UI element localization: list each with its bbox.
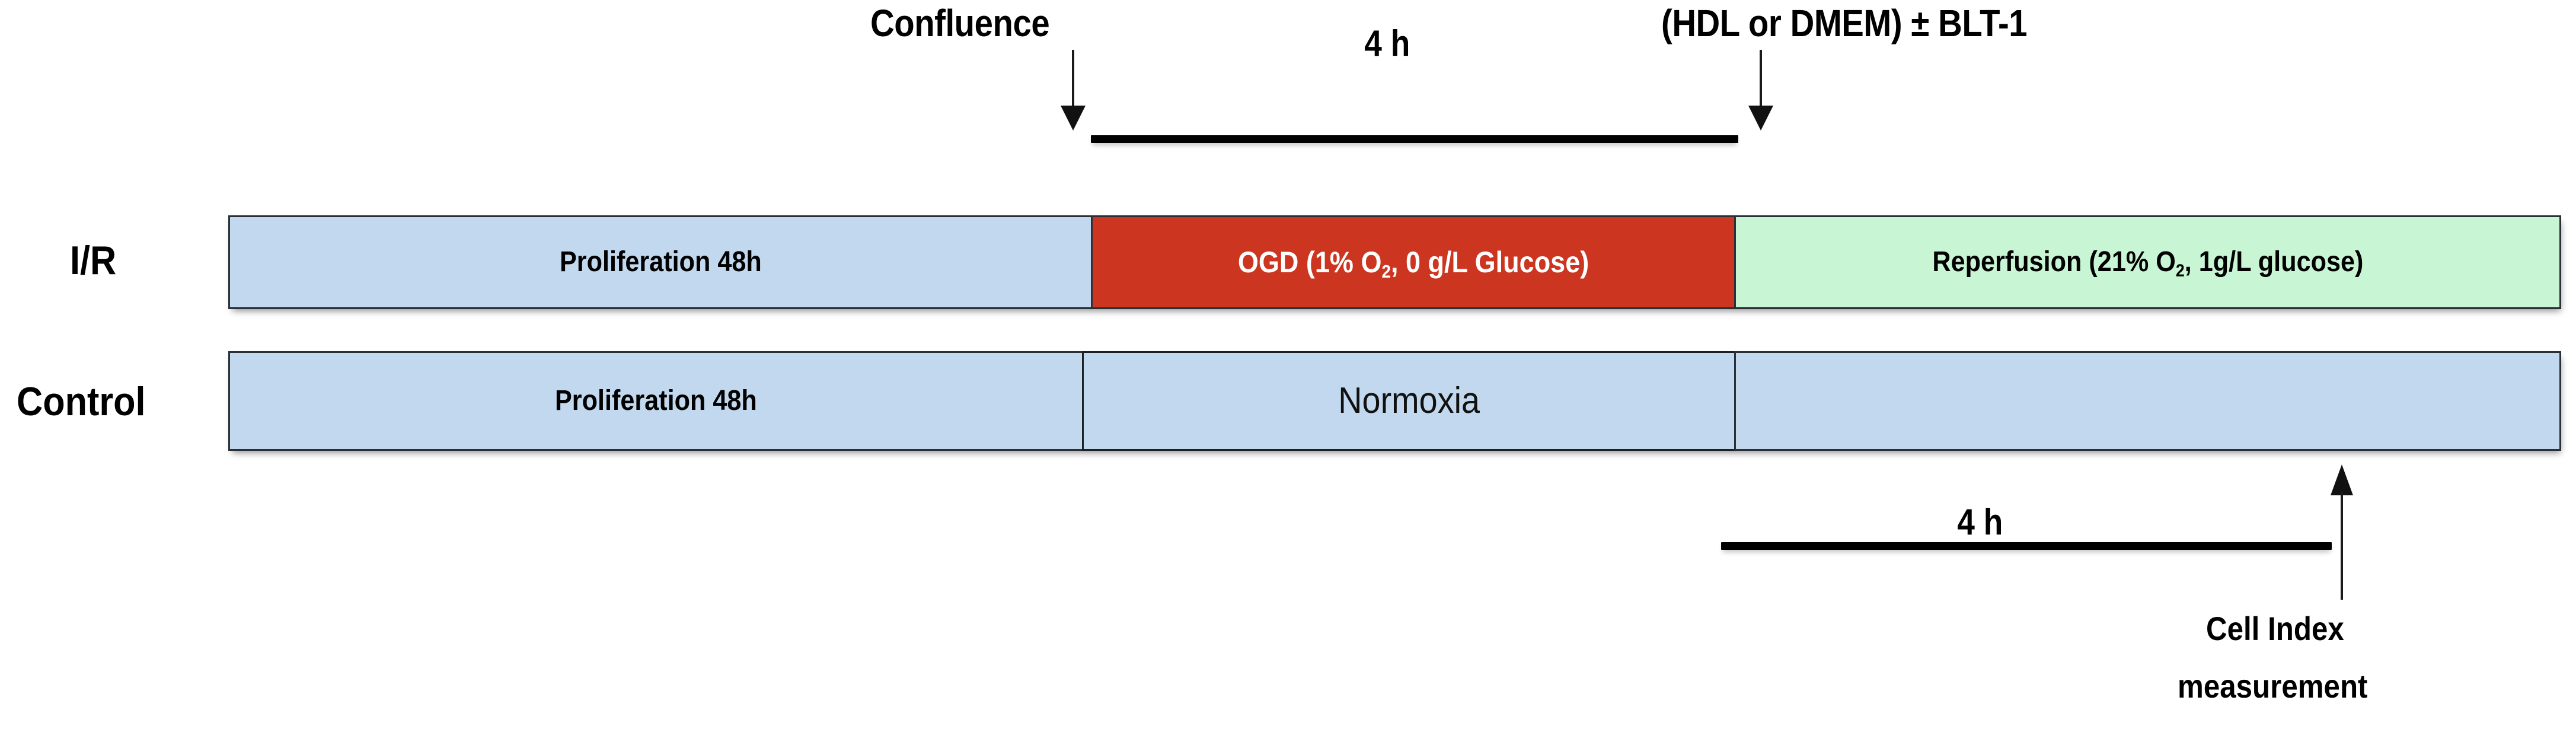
reperfusion-text-suffix: , 1g/L glucose) [2184, 246, 2364, 278]
segment-label-reperfusion: Reperfusion (21% O2, 1g/L glucose) [1932, 246, 2364, 280]
reperfusion-text-prefix: Reperfusion (21% O [1932, 246, 2176, 278]
segment-control-tail [1734, 351, 2561, 451]
arrow-shaft [1072, 50, 1074, 107]
arrow-head [2331, 464, 2353, 495]
cell-index-label-line2: measurement [2178, 667, 2368, 705]
arrow-shaft [1760, 50, 1762, 107]
segment-ogd: OGD (1% O2, 0 g/L Glucose) [1091, 215, 1734, 309]
arrow-head [1748, 106, 1773, 131]
arrow-head [1061, 106, 1086, 131]
segment-normoxia: Normoxia [1082, 351, 1734, 451]
timeline-row-control: Proliferation 48h Normoxia [228, 351, 2561, 451]
duration-bar-bottom [1721, 542, 2332, 550]
segment-label-ogd: OGD (1% O2, 0 g/L Glucose) [1237, 246, 1589, 281]
row-label-control: Control [17, 379, 146, 424]
ogd-subscript: 2 [1381, 261, 1391, 282]
duration-label-bottom: 4 h [1957, 502, 2003, 543]
timeline-row-ir: Proliferation 48h OGD (1% O2, 0 g/L Gluc… [228, 215, 2561, 309]
segment-label-proliferation-ir: Proliferation 48h [559, 246, 762, 278]
ogd-text-suffix: , 0 g/L Glucose) [1390, 246, 1589, 279]
treatment-arrow-down-icon [1748, 50, 1773, 131]
treatment-event-label: (HDL or DMEM) ± BLT-1 [1661, 2, 2028, 44]
confluence-event-label: Confluence [870, 2, 1050, 44]
confluence-arrow-down-icon [1061, 50, 1086, 131]
arrow-shaft [2341, 492, 2343, 600]
segment-proliferation-control: Proliferation 48h [228, 351, 1082, 451]
segment-label-proliferation-control: Proliferation 48h [555, 385, 757, 416]
cell-index-arrow-up-icon [2331, 464, 2353, 600]
ogd-text-prefix: OGD (1% O [1237, 246, 1382, 279]
cell-index-label-line1: Cell Index [2206, 610, 2344, 647]
reperfusion-subscript: 2 [2175, 260, 2185, 281]
segment-label-normoxia: Normoxia [1338, 380, 1480, 421]
segment-proliferation-ir: Proliferation 48h [228, 215, 1091, 309]
duration-label-top: 4 h [1364, 23, 1410, 64]
row-label-ir: I/R [70, 238, 117, 283]
duration-bar-top [1091, 135, 1738, 143]
segment-reperfusion: Reperfusion (21% O2, 1g/L glucose) [1734, 215, 2561, 309]
